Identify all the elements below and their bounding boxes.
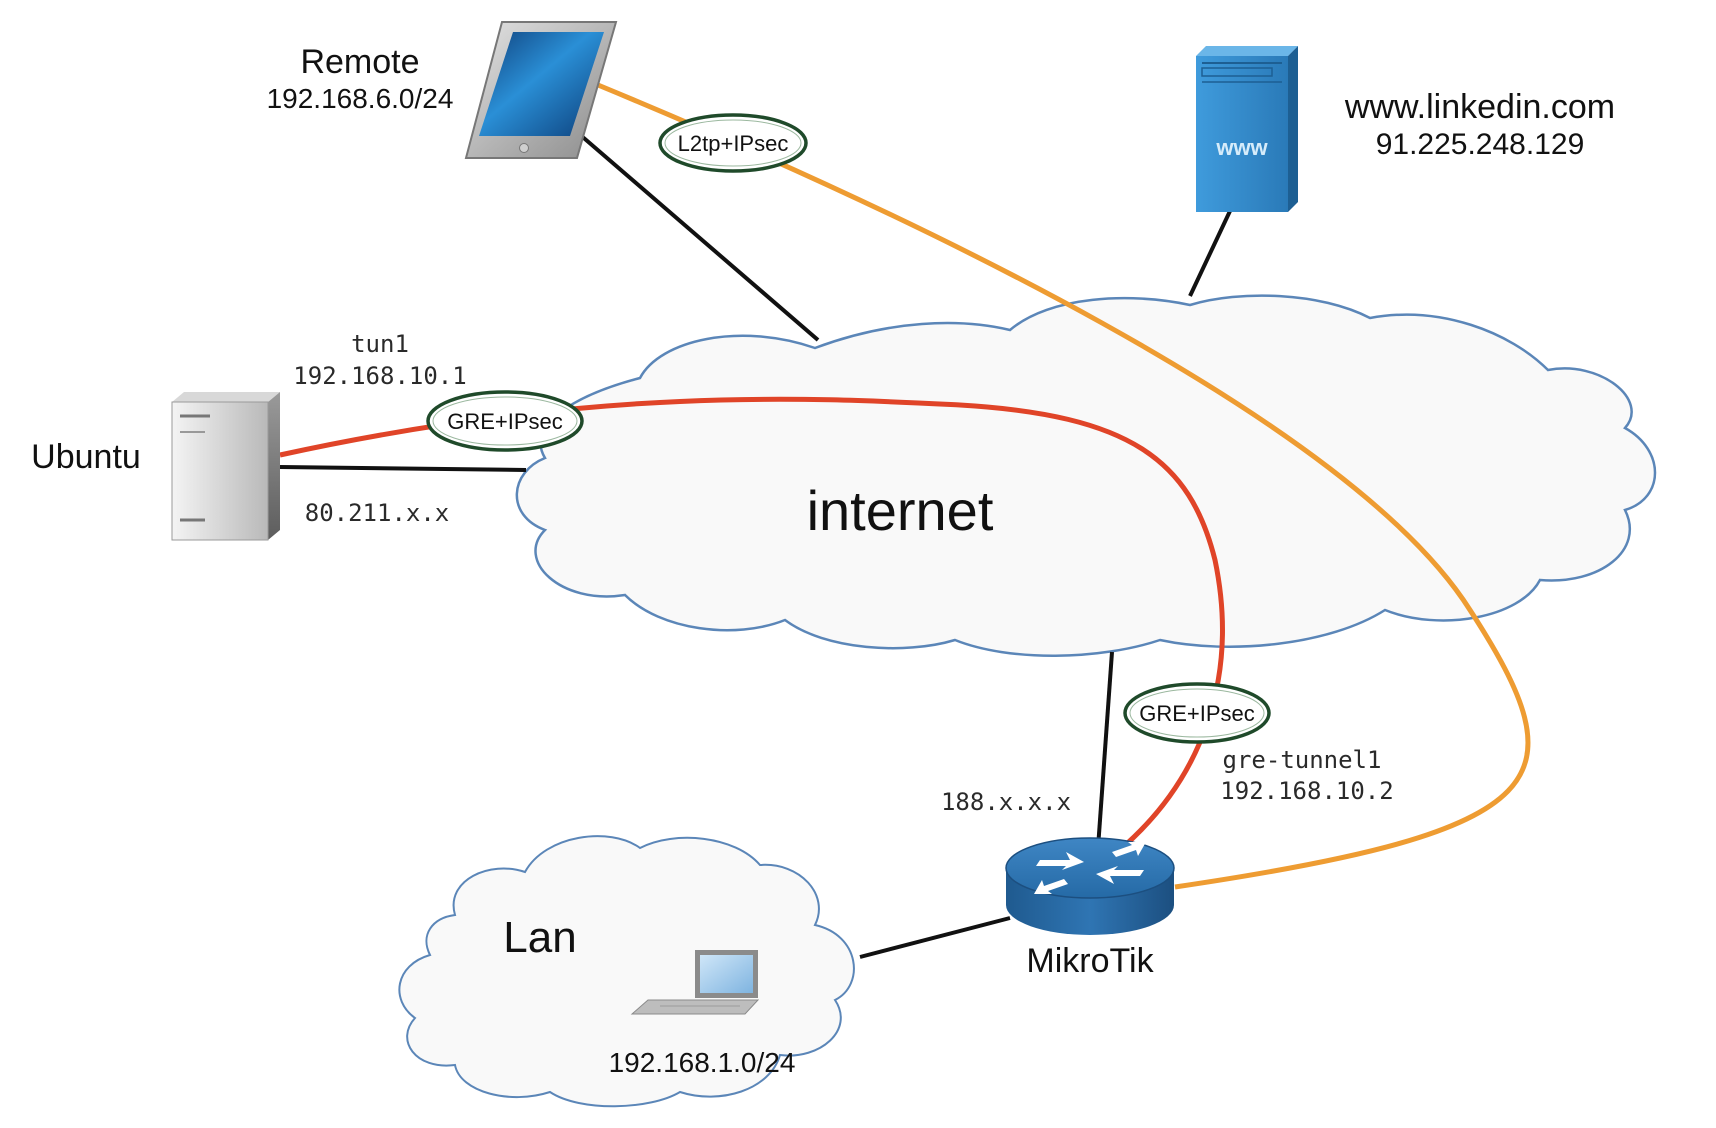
mikrotik-label: MikroTik: [1026, 942, 1154, 980]
laptop-icon: [630, 950, 760, 1015]
mikrotik-iface: gre-tunnel1: [1223, 746, 1382, 774]
gre-badge-mikrotik-label: GRE+IPsec: [1139, 701, 1255, 726]
remote-label: Remote: [300, 43, 419, 81]
lan-label: Lan: [503, 913, 576, 962]
tablet-icon: [464, 21, 618, 159]
web-server-icon-text: www: [1215, 135, 1268, 160]
web-ip: 91.225.248.129: [1376, 128, 1585, 161]
internet-label: internet: [807, 479, 994, 542]
lan-cloud: [398, 835, 855, 1108]
gre-badge-ubuntu-label: GRE+IPsec: [447, 409, 563, 434]
l2tp-tunnel-line: [597, 82, 1531, 890]
server-tower-icon: [171, 392, 280, 541]
mikrotik-iface-ip: 192.168.10.2: [1220, 777, 1393, 805]
ubuntu-public-ip: 80.211.x.x: [305, 499, 450, 527]
link-web-internet: [1188, 210, 1232, 297]
ubuntu-iface-ip: 192.168.10.1: [293, 362, 466, 390]
link-remote-internet: [576, 131, 820, 342]
l2tp-badge: L2tp+IPsec: [658, 113, 808, 173]
mikrotik-public-ip: 188.x.x.x: [941, 788, 1071, 816]
gre-badge-mikrotik: GRE+IPsec: [1123, 682, 1271, 744]
lan-subnet: 192.168.1.0/24: [609, 1047, 796, 1078]
web-hostname: www.linkedin.com: [1344, 88, 1615, 126]
ubuntu-iface: tun1: [351, 330, 409, 358]
gre-badge-ubuntu: GRE+IPsec: [426, 390, 584, 452]
remote-subnet: 192.168.6.0/24: [267, 83, 454, 114]
link-lan-mikrotik: [859, 916, 1011, 959]
internet-cloud: [515, 294, 1657, 657]
l2tp-badge-label: L2tp+IPsec: [678, 131, 789, 156]
link-ubuntu-internet: [279, 465, 527, 472]
ubuntu-label: Ubuntu: [31, 438, 141, 476]
router-icon: [1005, 837, 1175, 935]
link-internet-mikrotik: [1096, 651, 1114, 849]
web-server-icon: www: [1196, 46, 1298, 212]
